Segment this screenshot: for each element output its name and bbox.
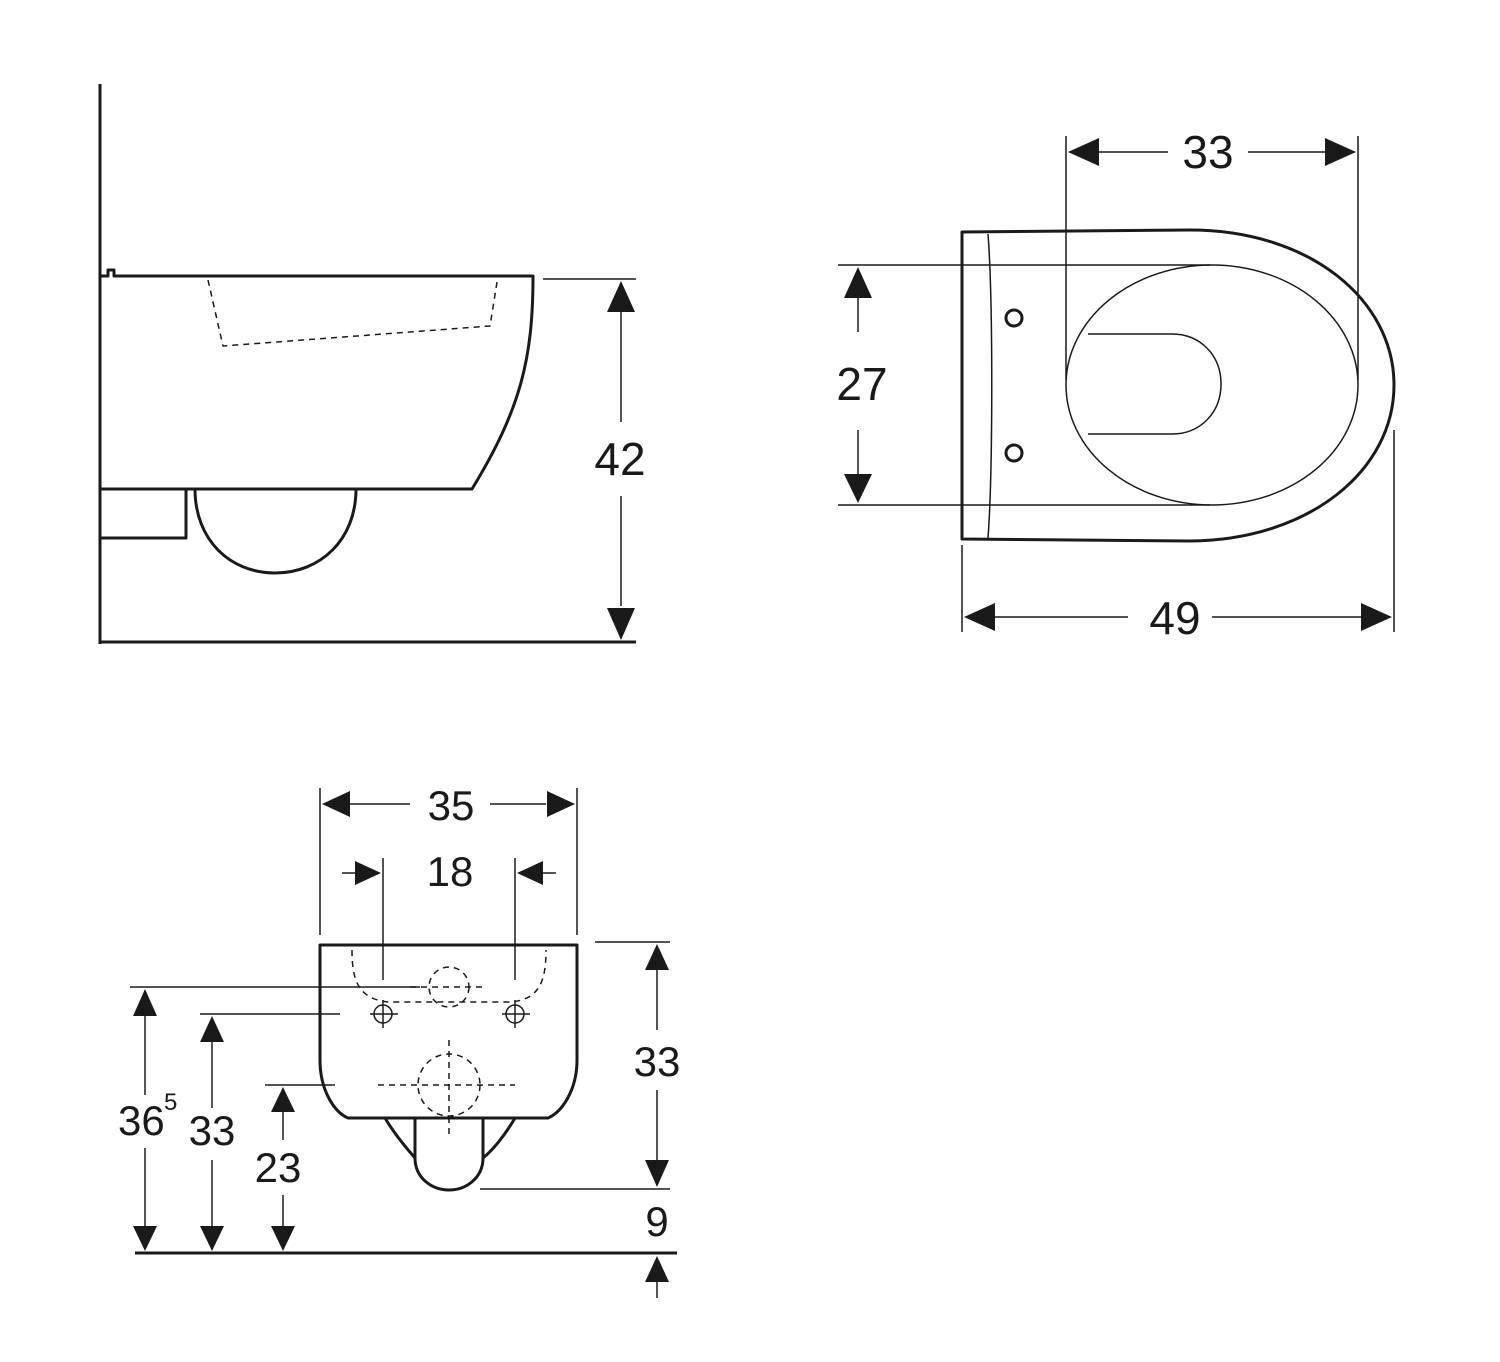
bowl-inner-dashed <box>207 279 498 347</box>
top-fixing-height-superscript: 5 <box>164 1089 177 1116</box>
arrow-up-icon <box>200 1016 224 1042</box>
arrow-down-icon <box>271 1226 295 1251</box>
arrow-up-icon <box>645 1256 669 1282</box>
depth-label: 49 <box>1149 592 1200 644</box>
arrow-right-icon <box>1361 603 1392 631</box>
outlet-trap-right <box>482 1117 517 1160</box>
arrow-down-icon <box>607 608 635 640</box>
outlet-trap-left <box>383 1117 417 1159</box>
mounting-bracket <box>100 489 188 540</box>
seat-width-label: 33 <box>1182 126 1233 178</box>
outlet-height-label: 23 <box>255 1144 302 1191</box>
top-outline <box>960 228 1396 543</box>
fixing-spacing-label: 18 <box>427 848 474 895</box>
arrow-right-icon <box>1325 138 1356 166</box>
top-fixing-height-label: 36 <box>118 1097 165 1144</box>
bowl-profile <box>100 268 535 491</box>
rim-dashed <box>351 949 547 1003</box>
arrow-up-icon <box>133 989 157 1016</box>
rear-inner-line <box>987 233 993 539</box>
bowl-height-label: 33 <box>634 1038 681 1085</box>
fixing-height-label: 33 <box>189 1107 236 1154</box>
arrow-left-icon <box>517 861 543 885</box>
arrow-up-icon <box>271 1087 295 1112</box>
overall-width-label: 35 <box>428 782 475 829</box>
arrow-down-icon <box>844 474 872 503</box>
bottom-gap-label: 9 <box>645 1198 668 1245</box>
arrow-down-icon <box>200 1226 224 1251</box>
side-view: 42 <box>98 84 646 644</box>
arrow-left-icon <box>1068 138 1099 166</box>
arrow-up-icon <box>645 944 669 970</box>
seat-rim <box>1065 264 1359 506</box>
arrow-up-icon <box>844 267 872 298</box>
arrow-up-icon <box>607 281 635 312</box>
arrow-right-icon <box>355 861 381 885</box>
front-view: 35 18 33 9 36 5 33 <box>118 782 680 1298</box>
outlet-spigot <box>413 1118 485 1192</box>
arrow-left-icon <box>964 603 995 631</box>
outlet-bulb <box>193 488 358 575</box>
top-view: 33 27 49 <box>836 126 1396 644</box>
bowl-front-outline <box>318 943 579 1120</box>
seat-fixing-hole <box>1004 443 1024 463</box>
arrow-right-icon <box>547 791 575 817</box>
seat-length-label: 27 <box>836 358 887 410</box>
seat-fixing-hole <box>1004 308 1024 328</box>
arrow-down-icon <box>645 1160 669 1187</box>
arrow-left-icon <box>322 791 350 817</box>
bowl-opening <box>1088 333 1222 435</box>
height-dimension-label: 42 <box>594 433 645 485</box>
arrow-down-icon <box>133 1226 157 1251</box>
